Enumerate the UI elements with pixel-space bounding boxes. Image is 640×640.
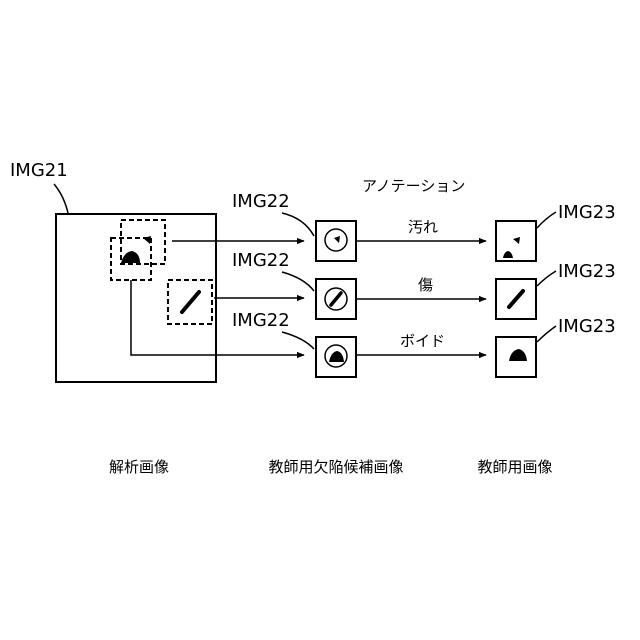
img23-leader-stain <box>537 212 556 228</box>
candidate-image-stain <box>316 221 356 261</box>
img21-leader-line <box>54 184 68 213</box>
img23-label-stain: IMG23 <box>558 202 616 223</box>
img22-leader-scratch <box>282 272 314 291</box>
img23-label-void: IMG23 <box>558 316 616 337</box>
analysis-image-img21: IMG21 <box>10 160 216 382</box>
img22-leader-stain <box>282 213 314 236</box>
caption-defect-candidate-image: 教師用欠陥候補画像 <box>268 458 403 476</box>
img22-label-stain: IMG22 <box>232 191 290 212</box>
annotation-arrows: アノテーション 汚れ 傷 ボイド <box>356 177 486 355</box>
captions: 解析画像 教師用欠陥候補画像 教師用画像 <box>109 458 553 476</box>
annotation-void-label: ボイド <box>400 332 445 350</box>
img23-label-scratch: IMG23 <box>558 261 616 282</box>
annotation-header: アノテーション <box>362 177 465 195</box>
img23-leader-void <box>537 326 556 342</box>
annotation-stain-label: 汚れ <box>408 218 438 236</box>
img22-label-scratch: IMG22 <box>232 250 290 271</box>
img22-label-void: IMG22 <box>232 310 290 331</box>
img22-leader-void <box>282 332 314 349</box>
img23-leader-scratch <box>537 271 556 286</box>
annotation-scratch-label: 傷 <box>418 276 433 294</box>
caption-analysis-image: 解析画像 <box>109 458 169 476</box>
caption-teacher-image: 教師用画像 <box>477 458 552 476</box>
img21-label: IMG21 <box>10 160 68 181</box>
candidate-images-img22: IMG22 IMG22 IMG22 <box>232 191 356 377</box>
teacher-images-img23: IMG23 IMG23 IMG23 <box>496 202 616 377</box>
